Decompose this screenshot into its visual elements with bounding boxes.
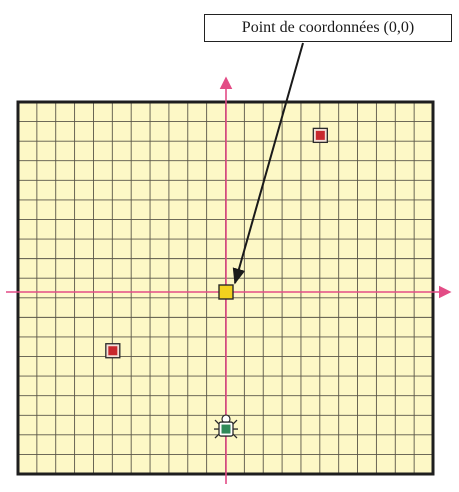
red-marker-core <box>108 346 118 356</box>
bug-legs <box>214 419 238 439</box>
bug-leg <box>214 433 220 439</box>
bug-body-core <box>221 424 231 434</box>
bug-leg <box>214 419 220 425</box>
red-marker-top-right <box>312 127 328 144</box>
bug-robot-icon <box>214 414 238 439</box>
callout-arrow <box>232 42 304 285</box>
origin-marker <box>218 284 234 300</box>
red-marker-core <box>315 130 325 140</box>
bug-leg <box>232 433 238 439</box>
bug-leg <box>232 419 238 425</box>
callout-arrow-group <box>232 42 304 285</box>
red-marker-left <box>105 343 121 359</box>
markers <box>105 127 328 439</box>
origin-callout-label: Point de coordonnées (0,0) <box>204 14 452 42</box>
